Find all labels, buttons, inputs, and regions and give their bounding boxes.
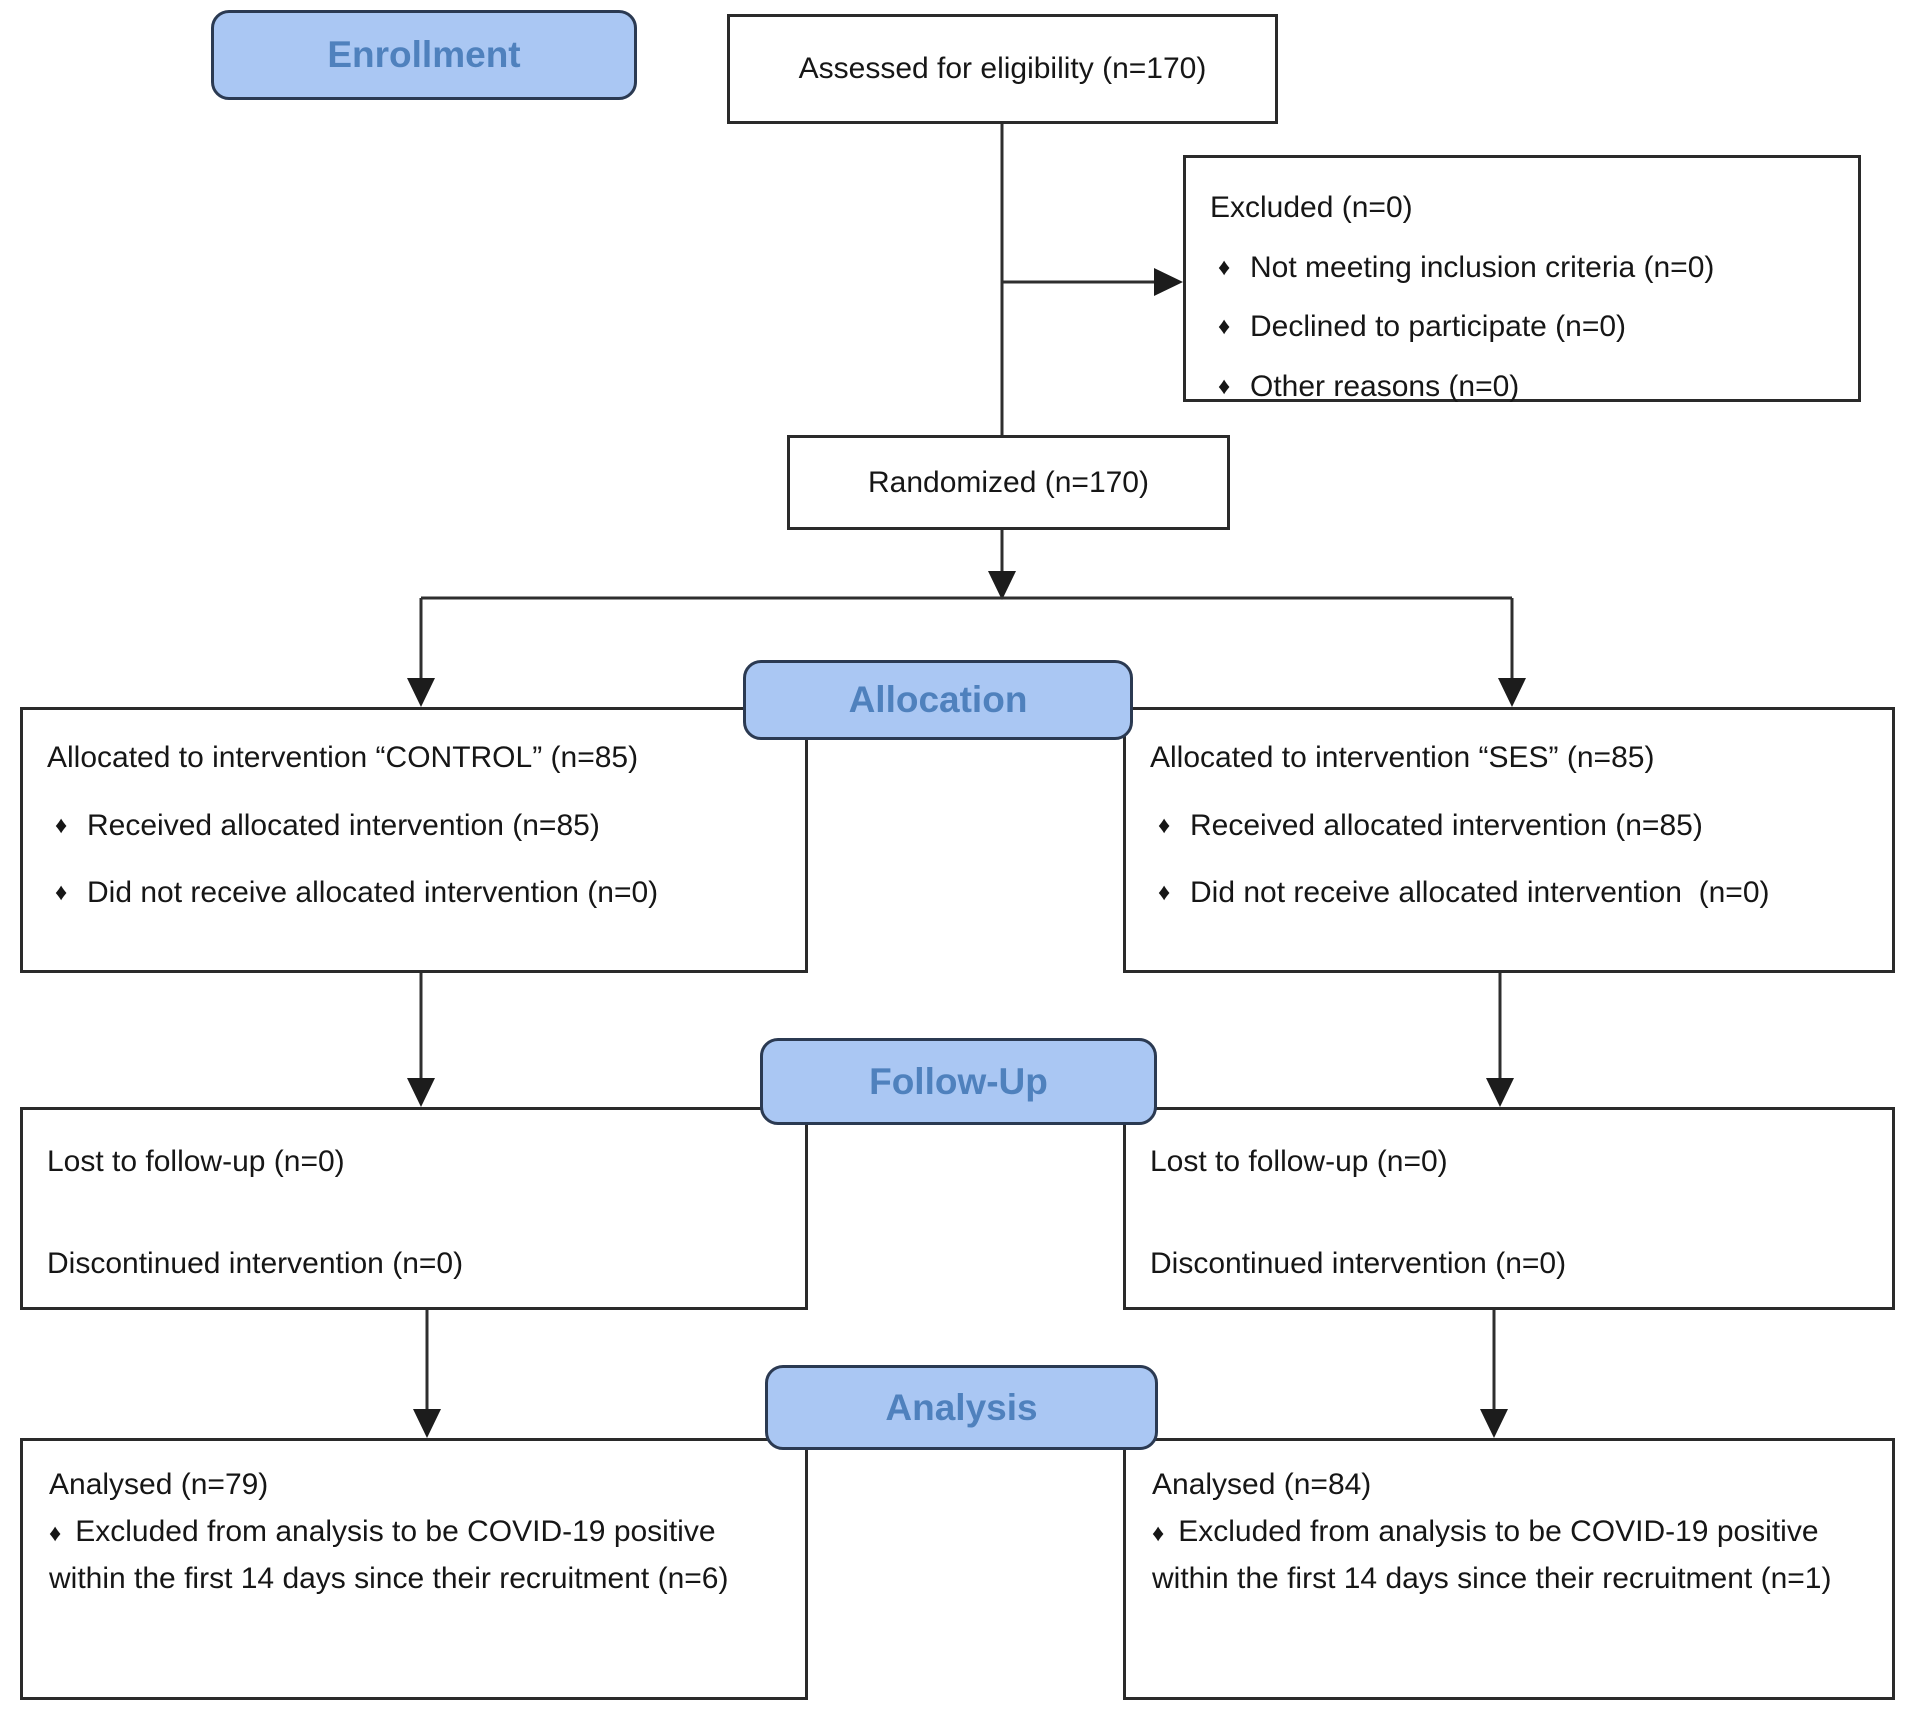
bullet-icon: ♦ [1218,253,1231,281]
allocation-control-bullet-text: Received allocated intervention (n=85) [87,808,600,842]
excluded-bullet-text: Not meeting inclusion criteria (n=0) [1250,250,1715,284]
bullet-icon: ♦ [55,811,68,839]
analysis-ses-title: Analysed (n=84) [1152,1468,1372,1501]
stage-label-analysis: Analysis [765,1365,1158,1450]
followup-control-line: Discontinued intervention (n=0) [47,1246,464,1280]
bullet-icon: ♦ [55,879,68,906]
excluded-bullet-row: ♦ Other reasons (n=0) [1210,365,1844,409]
arrow-ses-to-followup [1486,973,1514,1107]
followup-control-line: Lost to follow-up (n=0) [47,1145,345,1178]
allocation-ses-bullet-text: Did not receive allocated intervention (… [1190,876,1770,909]
assessed-text: Assessed for eligibility (n=170) [798,52,1207,86]
analysis-ses-bullet: ♦Excluded from analysis to be COVID-19 p… [1152,1508,1872,1602]
allocation-control-bullet-text: Did not receive allocated intervention (… [87,876,659,909]
arrow-randomized-to-split [988,530,1016,600]
excluded-bullet-text: Other reasons (n=0) [1250,369,1520,403]
analysis-control-box: Analysed (n=79) ♦Excluded from analysis … [20,1438,808,1700]
allocation-ses-bullet-row: ♦ Received allocated intervention (n=85) [1150,804,1876,848]
assessed-box: Assessed for eligibility (n=170) [727,14,1278,124]
arrow-control-to-analysis [413,1310,441,1438]
bullet-icon: ♦ [1218,313,1231,340]
bullet-icon: ♦ [1218,372,1231,400]
excluded-bullet-text: Declined to participate (n=0) [1250,310,1627,343]
allocation-control-bullet-row: ♦ Did not receive allocated intervention… [47,871,789,915]
arrow-to-ses-allocation [1498,598,1526,707]
allocation-ses-title: Allocated to intervention “SES” (n=85) [1150,741,1655,774]
analysis-control-bullet-text: Excluded from analysis to be COVID-19 po… [49,1515,729,1596]
arrow-to-excluded [1002,268,1183,296]
followup-ses-box: Lost to follow-up (n=0) Discontinued int… [1123,1107,1895,1310]
bullet-icon: ♦ [1152,1520,1165,1548]
allocation-control-box: Allocated to intervention “CONTROL” (n=8… [20,707,808,973]
followup-control-box: Lost to follow-up (n=0) Discontinued int… [20,1107,808,1310]
arrow-to-control-allocation [407,598,435,707]
arrow-ses-to-analysis [1480,1310,1508,1438]
randomized-text: Randomized (n=170) [867,465,1149,499]
bullet-icon: ♦ [49,1520,62,1548]
allocation-control-bullet-row: ♦ Received allocated intervention (n=85) [47,804,789,848]
stage-label-allocation: Allocation [743,660,1133,740]
analysis-ses-box: Analysed (n=84) ♦Excluded from analysis … [1123,1438,1895,1700]
excluded-box: Excluded (n=0) ♦ Not meeting inclusion c… [1183,155,1861,403]
analysis-ses-bullet-text: Excluded from analysis to be COVID-19 po… [1152,1515,1832,1596]
excluded-title: Excluded (n=0) [1210,191,1413,224]
stage-label-enrollment: Enrollment [211,10,637,100]
allocation-ses-bullet-text: Received allocated intervention (n=85) [1190,808,1703,842]
bullet-icon: ♦ [1158,811,1171,839]
analysis-control-title: Analysed (n=79) [49,1468,269,1501]
bullet-icon: ♦ [1158,879,1171,906]
arrow-control-to-followup [407,973,435,1107]
stage-label-followup: Follow-Up [760,1038,1157,1125]
excluded-bullet-row: ♦ Declined to participate (n=0) [1210,305,1844,349]
followup-ses-line: Discontinued intervention (n=0) [1150,1246,1567,1280]
analysis-control-bullet: ♦Excluded from analysis to be COVID-19 p… [49,1508,785,1602]
randomized-box: Randomized (n=170) [787,435,1230,530]
followup-ses-line: Lost to follow-up (n=0) [1150,1145,1448,1178]
excluded-bullet-row: ♦ Not meeting inclusion criteria (n=0) [1210,246,1844,290]
allocation-ses-bullet-row: ♦ Did not receive allocated intervention… [1150,871,1876,915]
allocation-control-title: Allocated to intervention “CONTROL” (n=8… [47,741,639,774]
allocation-ses-box: Allocated to intervention “SES” (n=85) ♦… [1123,707,1895,973]
